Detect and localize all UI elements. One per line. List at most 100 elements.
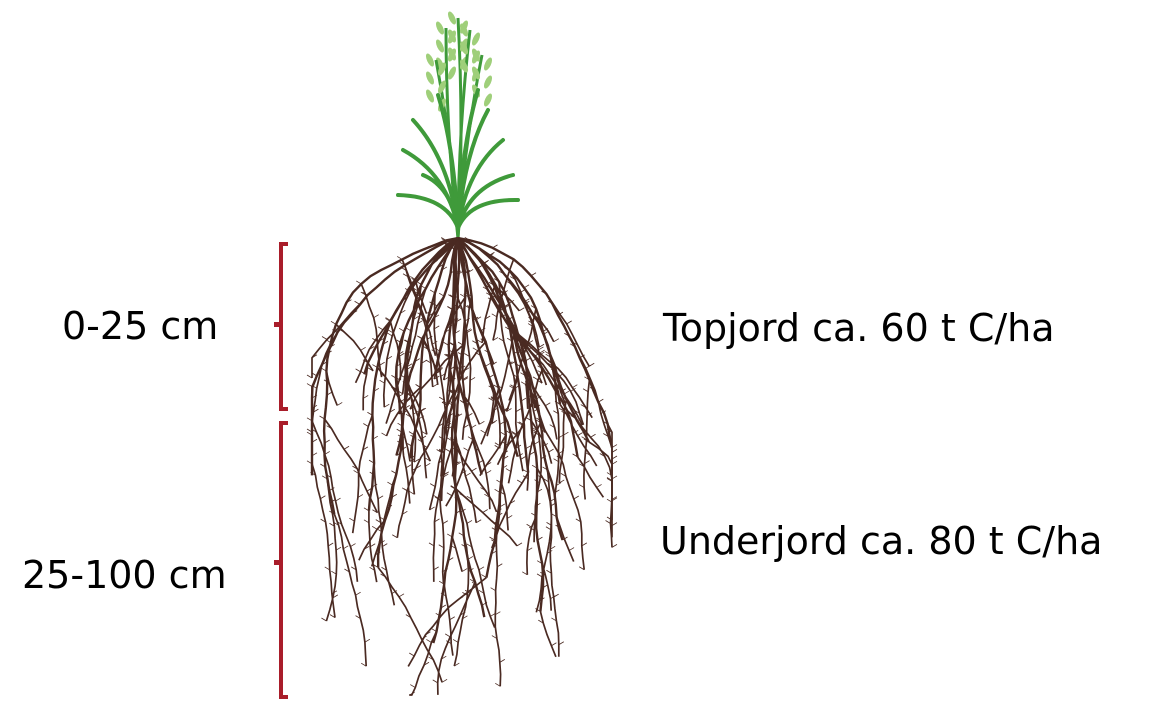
root <box>412 435 414 495</box>
root-hair <box>495 489 500 492</box>
grass-plant-illustration <box>300 0 630 702</box>
root-hair <box>447 493 452 496</box>
root <box>501 483 508 530</box>
root-hair <box>471 425 476 428</box>
root-hair <box>429 543 434 546</box>
root-hair <box>462 569 467 572</box>
root-hair <box>344 446 349 449</box>
root-hair <box>356 592 361 595</box>
layer-label-topsoil: Topjord ca. 60 t C/ha <box>663 309 1055 347</box>
root <box>540 423 584 570</box>
root-hair <box>430 484 435 487</box>
seed-spikelet <box>482 56 493 71</box>
seed-spikelet <box>424 70 435 85</box>
root-hair <box>445 634 450 637</box>
root <box>456 489 495 627</box>
root-hair <box>537 574 542 577</box>
root-hair <box>382 433 387 436</box>
root-hair <box>399 594 404 597</box>
root-hair <box>545 403 550 406</box>
layer-label-subsoil: Underjord ca. 80 t C/ha <box>660 522 1102 560</box>
root-hair <box>464 448 469 451</box>
root <box>408 578 486 667</box>
root-hair <box>486 470 491 473</box>
root-hair <box>519 308 524 311</box>
root-hair <box>356 281 361 284</box>
root-hair <box>549 449 554 452</box>
root-hair <box>361 347 366 350</box>
root-hair <box>392 535 397 538</box>
root-hair <box>443 521 448 524</box>
root <box>312 238 458 475</box>
root-hair <box>492 314 497 317</box>
subsoil-bracket-bottom-cap <box>279 695 288 699</box>
root-hair <box>355 301 360 304</box>
root-hair <box>533 377 538 380</box>
root-hair <box>572 385 577 388</box>
root-hair <box>349 518 354 521</box>
root-hair <box>583 389 588 392</box>
topsoil-bracket-tick <box>274 322 280 327</box>
root <box>557 517 574 562</box>
root-hair <box>473 348 478 351</box>
seed-spikelet <box>434 20 445 35</box>
root <box>312 464 335 618</box>
root-hair <box>472 468 477 471</box>
root-hair <box>479 567 484 570</box>
root-hair <box>406 465 411 468</box>
root <box>578 457 604 497</box>
root-hair <box>567 321 572 324</box>
root-hair <box>336 498 341 501</box>
root-hair <box>506 469 511 472</box>
root-hair <box>485 363 490 366</box>
root-hair <box>453 639 458 642</box>
root-hair <box>365 639 370 642</box>
root <box>546 294 589 366</box>
root-hair <box>378 496 383 499</box>
root-hair <box>307 384 312 387</box>
root-hair <box>551 643 556 646</box>
root-hair <box>331 321 336 324</box>
root-hair <box>478 265 483 268</box>
root-hair <box>489 537 494 540</box>
root-hair <box>467 520 472 523</box>
root-hair <box>591 434 596 437</box>
root-hair <box>397 256 402 259</box>
root <box>540 611 555 656</box>
root-hair <box>320 496 325 499</box>
seed-spikelet <box>482 92 493 107</box>
root-hair <box>387 482 392 485</box>
root-hair <box>466 473 471 476</box>
root-hair <box>447 307 452 310</box>
root <box>334 514 366 666</box>
depth-label-topsoil: 0-25 cm <box>62 307 218 345</box>
root-hair <box>399 328 404 331</box>
root-hair <box>445 449 450 452</box>
subsoil-bracket-tick <box>274 560 280 565</box>
root-hair <box>374 315 379 318</box>
root-hair <box>500 659 505 662</box>
root-hair <box>483 509 488 512</box>
root-hair <box>481 430 486 433</box>
root-hair <box>322 337 327 340</box>
seed-spikelet <box>470 31 481 46</box>
root-system <box>307 237 617 695</box>
root-hair <box>356 369 361 372</box>
root-hair <box>321 618 326 621</box>
root-hair <box>337 402 342 405</box>
root-hair <box>450 617 455 620</box>
root-hair <box>531 273 536 276</box>
root-hair <box>442 679 447 682</box>
root <box>444 584 453 655</box>
root-hair <box>517 543 522 546</box>
root-hair <box>517 480 522 483</box>
root <box>312 421 357 582</box>
topsoil-bracket-bottom-cap <box>279 407 288 411</box>
root-hair <box>479 421 484 424</box>
subsoil-bracket-top-cap <box>279 421 288 425</box>
root-hair <box>521 456 526 459</box>
root-hair <box>387 333 392 336</box>
root-hair <box>476 520 481 523</box>
depth-label-subsoil: 25-100 cm <box>22 556 227 594</box>
root-hair <box>554 339 559 342</box>
